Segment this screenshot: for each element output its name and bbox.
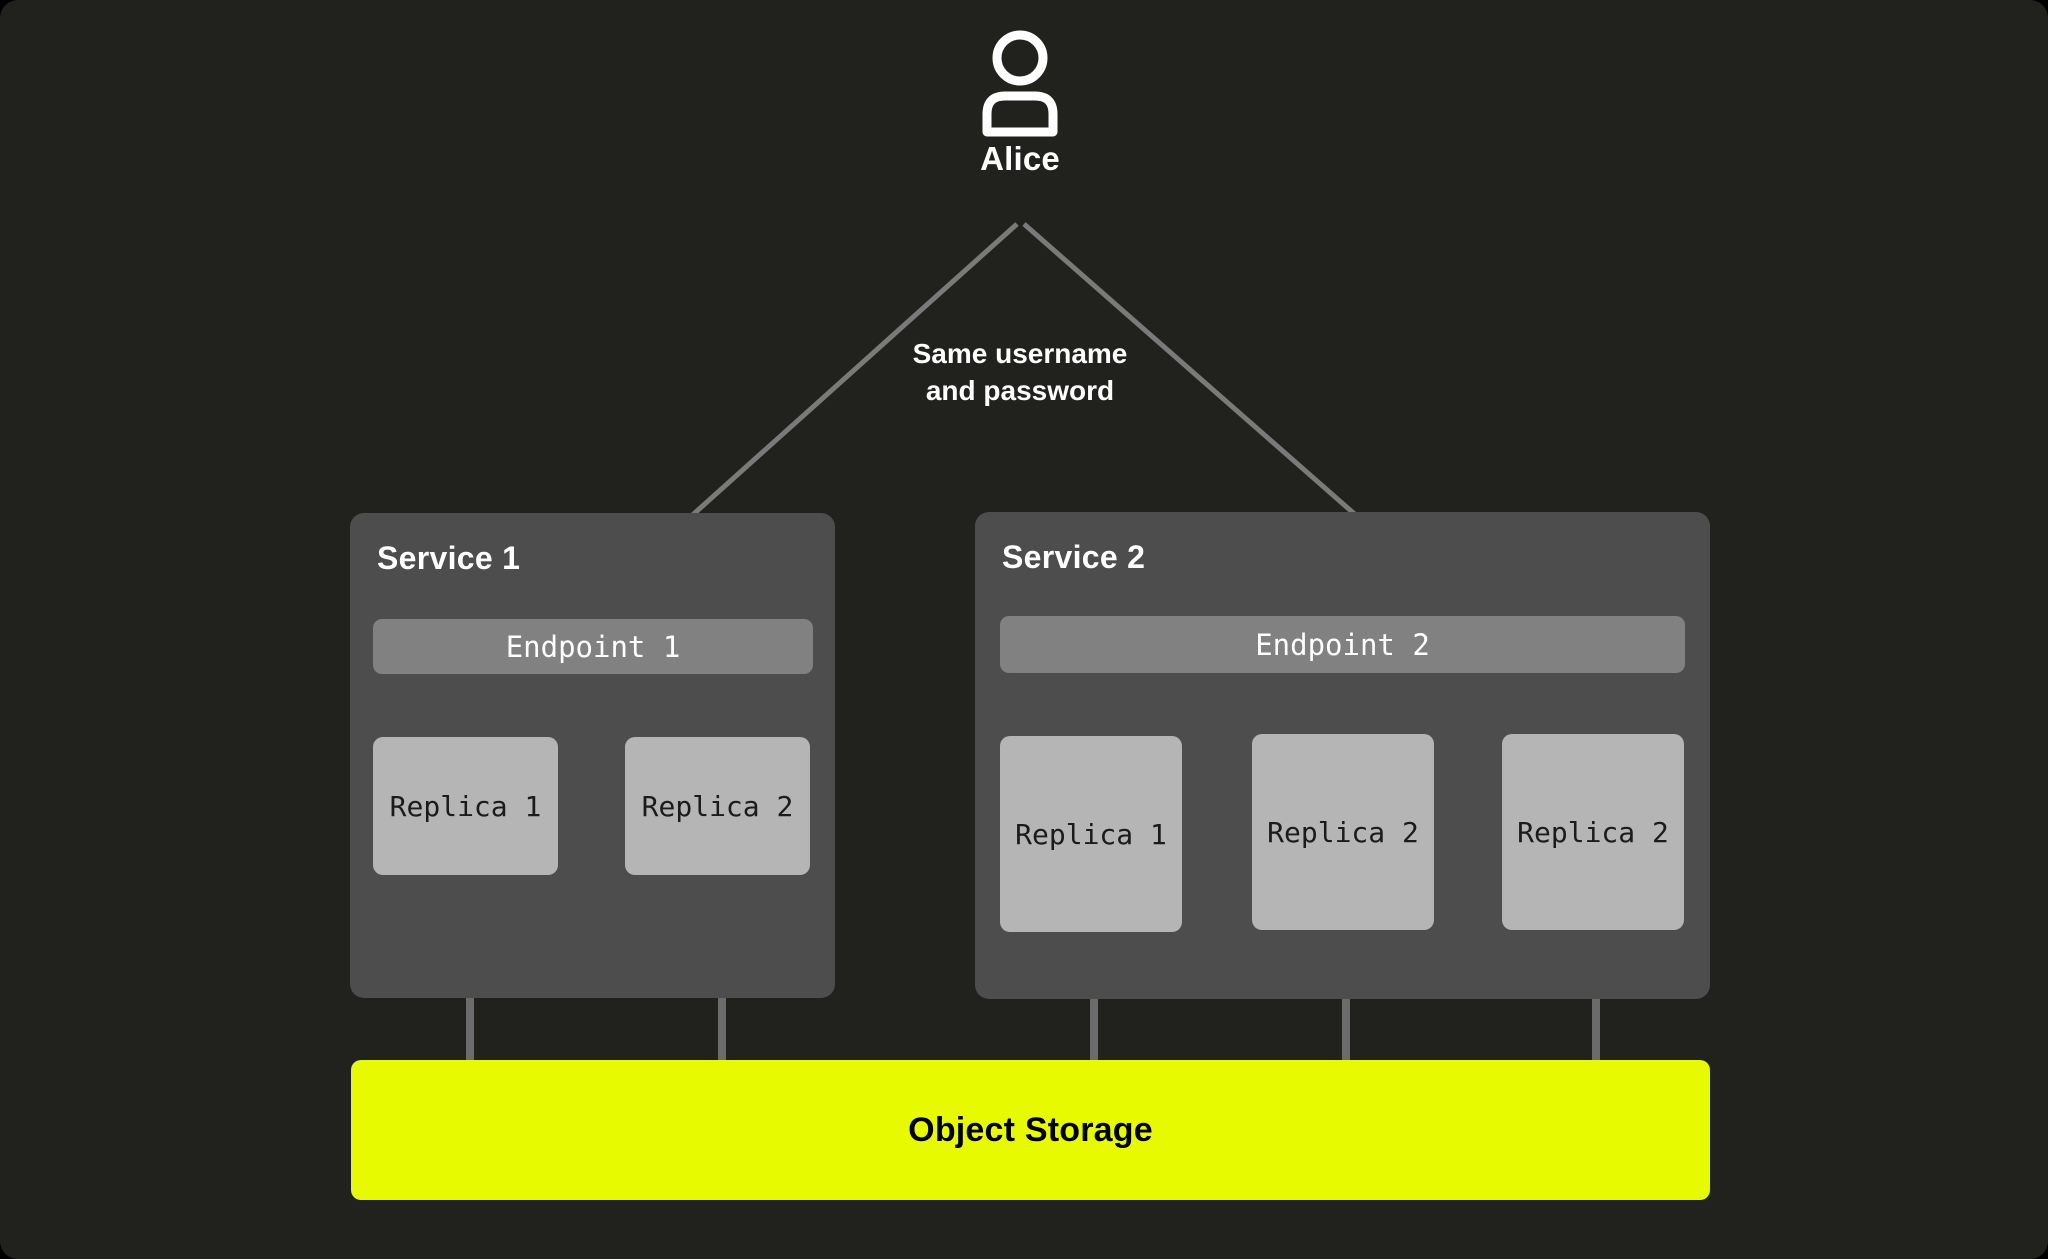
credential-annotation-line-1: Same username	[912, 338, 1128, 369]
service-2-title: Service 2	[1002, 539, 1146, 575]
service-panel-1[interactable]: Service 1 Endpoint 1 Replica 1 Replica 2	[350, 513, 835, 998]
service-1-replica-2[interactable]: Replica 2	[625, 737, 810, 875]
service-1-replica-1[interactable]: Replica 1	[373, 737, 558, 875]
service-panel-2[interactable]: Service 2 Endpoint 2 Replica 1 Replica 2…	[975, 512, 1710, 999]
service-2-replica-1[interactable]: Replica 1	[1000, 736, 1182, 932]
user-icon	[982, 30, 1058, 137]
object-storage-label: Object Storage	[908, 1110, 1153, 1149]
service-2-replica-2[interactable]: Replica 2	[1252, 734, 1434, 930]
endpoint-1[interactable]: Endpoint 1	[373, 619, 813, 674]
service-2-replica-3[interactable]: Replica 2	[1502, 734, 1684, 930]
actor-label: Alice	[980, 140, 1060, 177]
actor-alice: Alice	[920, 28, 1120, 208]
object-storage-node[interactable]: Object Storage	[351, 1060, 1710, 1200]
service-1-title: Service 1	[377, 540, 521, 576]
credential-annotation-line-2: and password	[925, 375, 1115, 407]
endpoint-2[interactable]: Endpoint 2	[1000, 616, 1685, 673]
credential-annotation: Same username and password	[790, 335, 1250, 409]
